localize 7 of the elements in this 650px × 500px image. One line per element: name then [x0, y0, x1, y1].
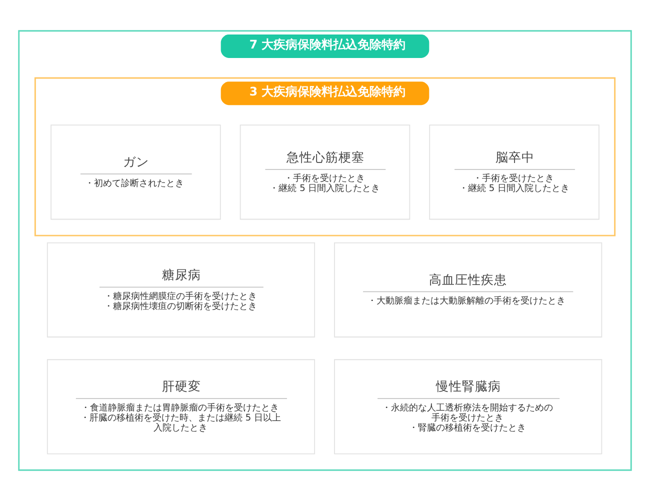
node-box: 糖尿病 ・糖尿病性網膜症の手術を受けたとき ・糖尿病性壊疽の切断術を受けたとき [46, 242, 316, 337]
node-box: 高血圧性疾患 ・大動脈瘤または大動脈解離の手術を受けたとき [334, 242, 602, 337]
node-box: 脳卒中 ・手術を受けたとき ・継続 5 日間入院したとき [429, 124, 600, 220]
node-box: 急性心筋梗塞 ・手術を受けたとき ・継続 5 日間入院したとき [240, 124, 410, 220]
node-box: ガン ・初めて診断されたとき [50, 124, 221, 220]
node-box: 慢性腎臓病 ・永続的な人工透析療法を開始するための手術を受けたとき ・腎臓の移植術を受けたとき [334, 358, 602, 454]
node-box: 肝硬変 ・食道静脈瘤または胃静脈瘤の手術を受けたとき ・肝臓の移植術を受けた時、または継続 5 日以上入院したとき [46, 358, 316, 454]
